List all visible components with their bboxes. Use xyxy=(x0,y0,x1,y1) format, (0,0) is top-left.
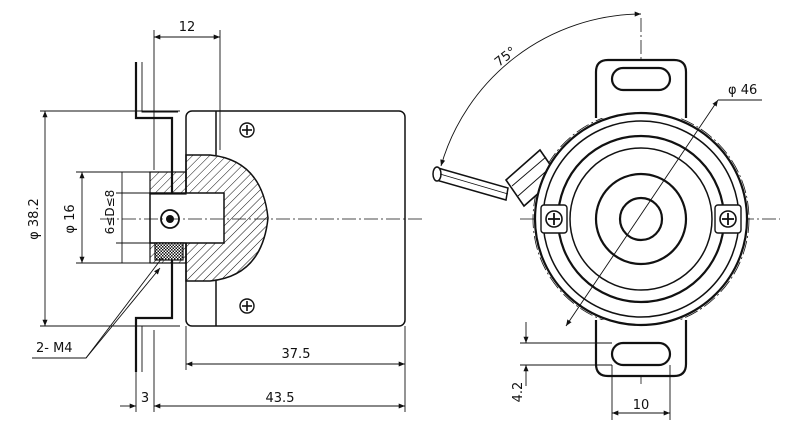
dim-mount-circle: φ 46 xyxy=(728,83,757,98)
dim-bore-range: 6≤D≤8 xyxy=(103,190,117,235)
dim-slot-width: 10 xyxy=(633,398,650,413)
dim-outer-diameter: φ 38.2 xyxy=(27,198,42,240)
screw-icon xyxy=(540,204,568,234)
screw-icon xyxy=(714,204,742,234)
front-view: 75° φ 46 4.2 10 xyxy=(432,11,780,420)
dim-total-length: 43.5 xyxy=(266,391,295,406)
mounting-tab-bottom xyxy=(594,320,688,378)
dim-slot-height: 4.2 xyxy=(511,382,526,403)
label-thread: 2- M4 xyxy=(36,341,73,356)
dim-angle: 75° xyxy=(492,44,519,70)
dim-flange-thickness: 3 xyxy=(141,391,149,406)
side-view: 12 φ 38.2 φ 16 6≤D≤8 2- M4 37.5 3 43.5 xyxy=(27,20,425,412)
dim-body-length: 37.5 xyxy=(282,347,311,362)
clamp-ring xyxy=(154,242,184,261)
dim-shaft-diameter: φ 16 xyxy=(63,204,78,233)
hub-section xyxy=(185,154,269,282)
screw-icon xyxy=(239,298,255,314)
dim-top-width: 12 xyxy=(179,20,196,35)
screw-icon xyxy=(239,122,255,138)
